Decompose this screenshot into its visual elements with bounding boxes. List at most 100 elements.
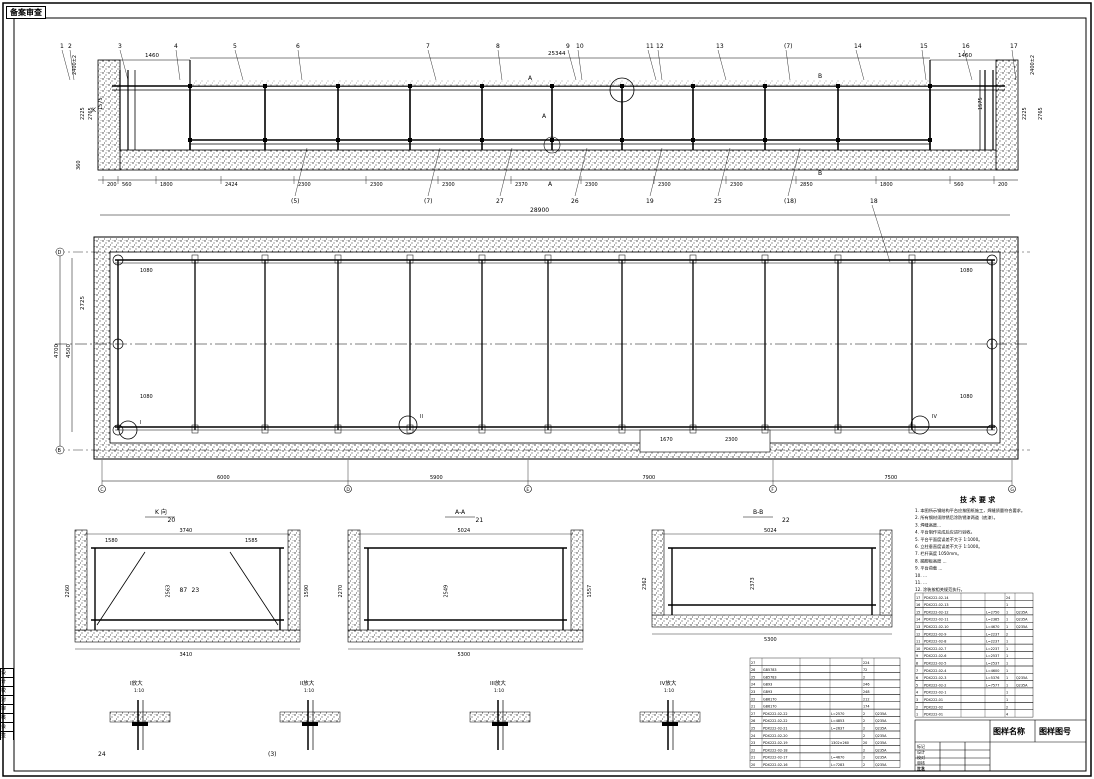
- post-joint: [620, 138, 624, 142]
- bom-right-cell: 1: [1006, 625, 1008, 629]
- detail-scale: 1:10: [304, 688, 314, 694]
- elevation-callout: 14: [854, 43, 862, 50]
- height-dim-right: 2225: [1022, 107, 1028, 120]
- bom-left-cell: 20: [751, 763, 755, 767]
- bom-right-cell: 2: [916, 705, 918, 709]
- column-base: [112, 338, 124, 350]
- bom-right-cell: 1: [1006, 610, 1008, 614]
- detail-scale: 1:10: [134, 688, 144, 694]
- detail-circle-ii-elev: [543, 136, 561, 154]
- sign-cell: 核: [0, 713, 14, 722]
- bom-left-cell: Q235A: [875, 748, 887, 752]
- beam-bracket: [544, 254, 552, 264]
- beam-bracket: [191, 254, 199, 264]
- axis-dim: 6000: [217, 475, 230, 481]
- elevation-bottom-dim: 2300: [658, 182, 671, 188]
- bom-right-cell: L=4670: [986, 625, 999, 629]
- axis-dim: 7500: [885, 475, 898, 481]
- section-height-dim: 2373: [750, 577, 756, 590]
- leader-line: [574, 147, 588, 197]
- beam-bracket: [834, 424, 842, 434]
- sign-cell: 会: [0, 722, 14, 731]
- bom-left-row: [749, 679, 901, 688]
- elevation-callout: 15: [920, 43, 928, 50]
- bom-left-cell: 248: [863, 690, 869, 694]
- plan-inner-dim-1: 1080: [140, 268, 153, 274]
- detail-circle-ii-plan: [398, 415, 418, 435]
- height-dim-right: 2765: [1038, 107, 1044, 120]
- height-dim-right: 1575: [978, 97, 984, 110]
- leader-line: [577, 49, 583, 81]
- bom-right-cell: 1: [1006, 618, 1008, 622]
- beam-bracket: [689, 254, 697, 264]
- leader-line: [427, 49, 437, 81]
- bom-left-cell: 22: [751, 697, 755, 701]
- bom-right-cell: 6: [916, 676, 918, 680]
- note-line: 2. 所有钢材须除锈后涂防锈漆两道（底漆）。: [915, 514, 998, 521]
- bom-right-cell: Q235A: [1016, 683, 1028, 687]
- post-cap: [408, 84, 412, 88]
- bom-right-cell: Q235A: [1016, 625, 1028, 629]
- sign-cell: 审: [0, 704, 14, 713]
- bom-left-cell: Q235A: [875, 756, 887, 760]
- section-callout: 20: [168, 517, 176, 524]
- bom-right-cell: 1: [916, 713, 918, 717]
- elevation-bottom-dim: 1800: [880, 182, 893, 188]
- leader-line: [1011, 49, 1017, 81]
- bom-right-cell: 17: [916, 596, 920, 600]
- bom-left-cell: 2: [863, 748, 865, 752]
- bom-left-cell: 26: [751, 668, 755, 672]
- bom-left-cell: 25: [751, 675, 755, 679]
- note-line: 8. 踢脚板高度 ...: [915, 557, 947, 564]
- section-bottom-dim: 5300: [764, 637, 777, 643]
- height-dim-left: 2225: [80, 107, 86, 120]
- brace: [229, 551, 279, 626]
- bom-right-row: [914, 709, 1034, 718]
- bom-right-cell: PDX222-02-12: [924, 610, 949, 614]
- left-end-block: [97, 59, 121, 171]
- plan-mark-iv: IV: [932, 414, 937, 420]
- axis-label: G: [1010, 487, 1014, 493]
- post-joint: [263, 138, 267, 142]
- beam-bracket: [834, 254, 842, 264]
- bom-right-cell: L=2385: [986, 618, 999, 622]
- bom-left-cell: 72: [863, 668, 867, 672]
- leader-line: [855, 49, 865, 81]
- note-line: 4. 平台制作完成后应进行验收。: [915, 529, 975, 536]
- section-mark-a: A: [542, 113, 547, 120]
- beam-bracket: [334, 254, 342, 264]
- section-width-dim: 5024: [458, 528, 471, 534]
- axis-label: F: [771, 487, 774, 493]
- bom-left-cell: 22: [751, 748, 755, 752]
- bom-right-cell: PDX222-02-3: [924, 676, 946, 680]
- bom-left-cell: Q235A: [875, 712, 887, 716]
- bom-left-cell: 27: [751, 712, 755, 716]
- elevation-callout-bottom: (18): [784, 198, 796, 205]
- bom-right-cell: PDX222-02-5: [924, 662, 946, 666]
- elevation-callout-bottom: 27: [496, 198, 504, 205]
- bom-left-cell: 1302×260: [831, 741, 849, 745]
- detail-plate: [132, 722, 148, 726]
- note-line: 9. 平台荷载 ...: [915, 565, 942, 572]
- bom-right-cell: Q235A: [1016, 610, 1028, 614]
- section-callout: 23: [192, 587, 200, 594]
- bom-left-cell: 21: [751, 705, 755, 709]
- title-block: [914, 719, 1087, 772]
- section-sub-dim: 1585: [245, 538, 258, 544]
- elevation-callout: 12: [656, 43, 664, 50]
- bom-left-cell: 246: [863, 683, 869, 687]
- bom-right-cell: 1: [1006, 698, 1008, 702]
- bom-right-cell: 1: [1006, 691, 1008, 695]
- section-callout: 21: [476, 517, 484, 524]
- bom-right-cell: L=2237: [986, 632, 999, 636]
- elevation-bottom-dim: 560: [954, 182, 964, 188]
- column-base: [112, 254, 124, 266]
- section-sub-dim: 1580: [105, 538, 118, 544]
- bom-left-cell: PDX222-02-18: [763, 748, 788, 752]
- section-ground: [347, 629, 584, 643]
- bom-left-cell: L=2570: [831, 712, 844, 716]
- bom-right-cell: L=2537: [986, 654, 999, 658]
- bom-right-cell: PDX222-02-13: [924, 603, 949, 607]
- post-joint: [188, 138, 192, 142]
